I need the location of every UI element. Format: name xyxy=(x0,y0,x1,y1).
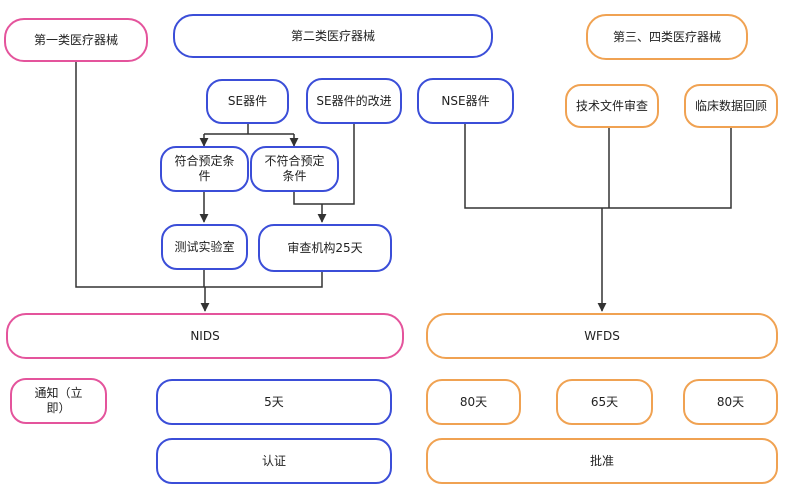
review-agency-node: 审查机构25天 xyxy=(258,224,392,272)
test-lab-node: 测试实验室 xyxy=(161,224,248,270)
days-80-a-node: 80天 xyxy=(426,379,521,425)
days-65-node: 65天 xyxy=(556,379,653,425)
se-improvement-node: SE器件的改进 xyxy=(306,78,402,124)
approval-node: 批准 xyxy=(426,438,778,484)
class1-to-nids-line xyxy=(75,60,205,288)
se-device-node: SE器件 xyxy=(206,79,289,124)
clinical-review-node: 临床数据回顾 xyxy=(684,84,778,128)
class2-header: 第二类医疗器械 xyxy=(173,14,493,58)
improvement-to-review-line xyxy=(322,122,355,205)
class34-header: 第三、四类医疗器械 xyxy=(586,14,748,60)
notify-node: 通知（立即） xyxy=(10,378,107,424)
clinical-to-wfds-line xyxy=(602,128,732,209)
nids-node: NIDS xyxy=(6,313,404,359)
review-to-nids-line xyxy=(205,272,323,288)
days-80-b-node: 80天 xyxy=(683,379,778,425)
tech-doc-review-node: 技术文件审查 xyxy=(565,84,659,128)
meets-conditions-node: 符合预定条件 xyxy=(160,146,249,192)
class1-header: 第一类医疗器械 xyxy=(4,18,148,62)
not-meets-conditions-node: 不符合预定条件 xyxy=(250,146,339,192)
wfds-node: WFDS xyxy=(426,313,778,359)
nse-device-node: NSE器件 xyxy=(417,78,514,124)
nse-to-wfds-line xyxy=(464,124,602,209)
days-5-node: 5天 xyxy=(156,379,392,425)
certification-node: 认证 xyxy=(156,438,392,484)
not-meets-to-review-line xyxy=(293,191,322,205)
